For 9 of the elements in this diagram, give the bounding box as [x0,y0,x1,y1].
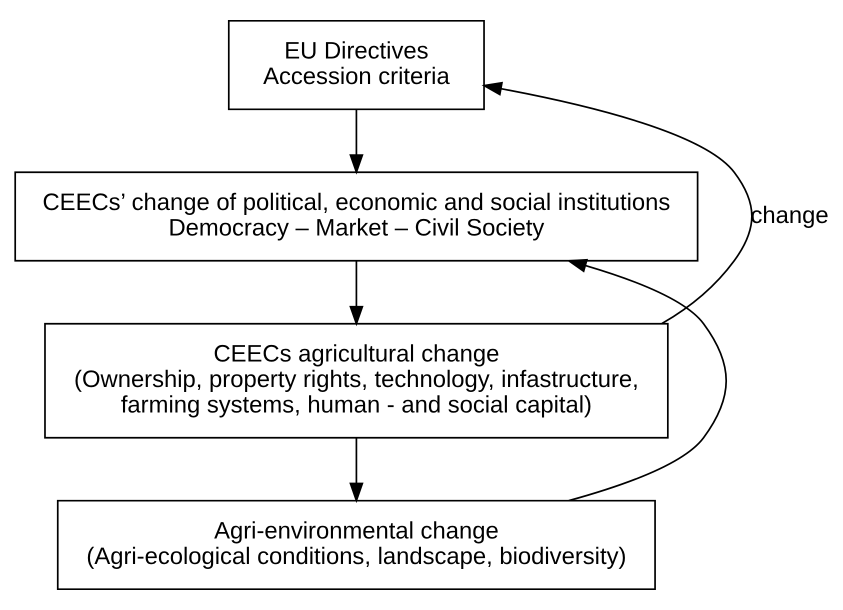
node-box: Agri-environmental change (Agri-ecological conditions, landscape, biodiversity) [56,500,656,590]
node-box: EU Directives Accession criteria [228,20,485,110]
arrow [566,258,727,502]
arrow [482,82,753,324]
node-box: CEECs agricultural change (Ownership, property rights, technology, infastructure, farming systems, human - and social capital) [44,322,669,439]
arrow [349,261,364,326]
node-box: CEECs’ change of political, economic and social institutions Democracy – Market – Civil Society [14,171,698,262]
arrow [349,110,364,175]
arrow [349,438,364,504]
